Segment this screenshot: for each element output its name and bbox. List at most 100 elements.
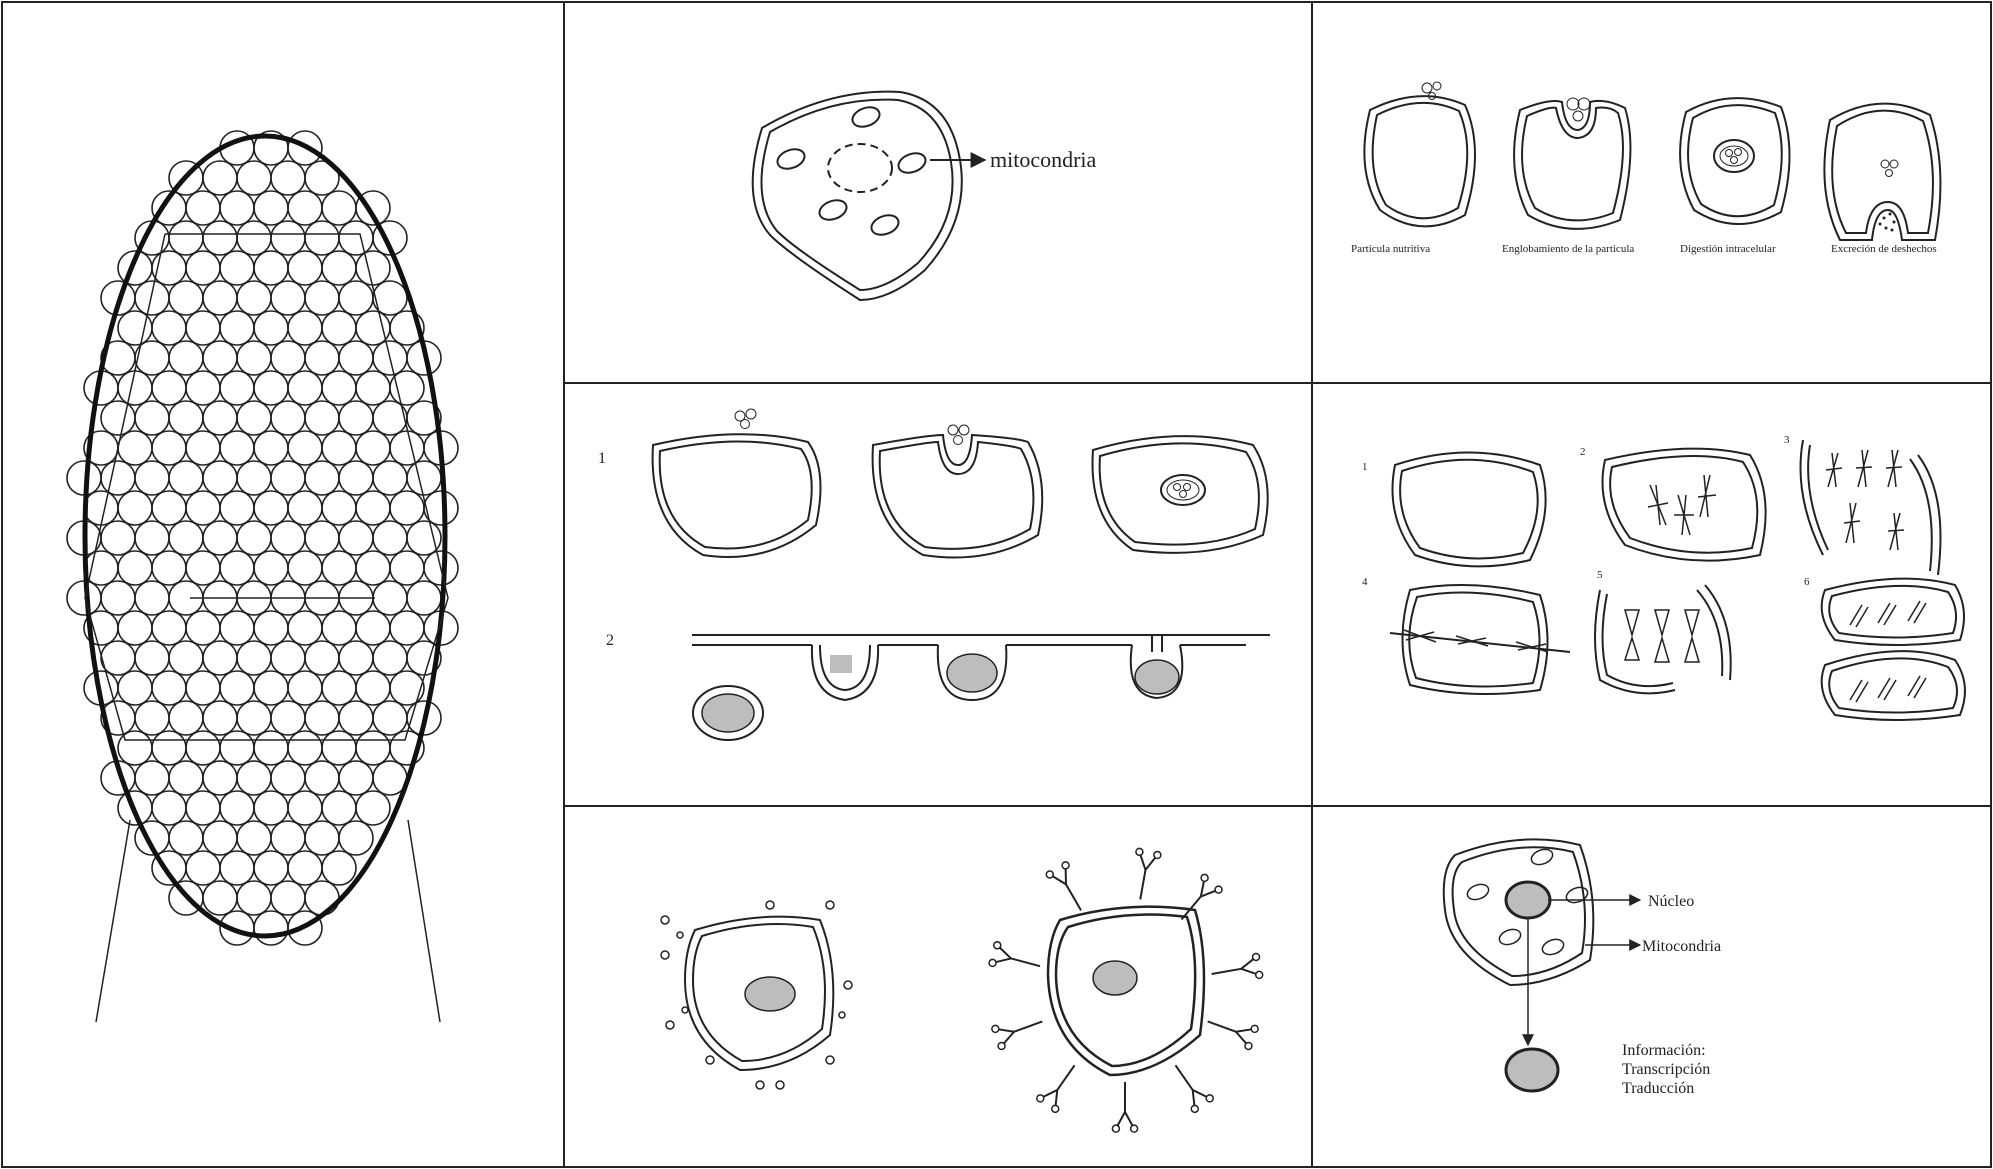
receptor-tip [994, 942, 1001, 949]
cell-circle [203, 341, 237, 375]
mitosis-stage-4 [1390, 585, 1570, 694]
receptor-tip [998, 1042, 1005, 1049]
membrane-line [692, 635, 1270, 645]
receptor [1117, 1082, 1132, 1126]
cell-circle [101, 521, 135, 555]
cell-circle [288, 851, 322, 885]
cell-circle [220, 731, 254, 765]
cell-circle [237, 761, 271, 795]
cell-circle [288, 671, 322, 705]
cell-circle [373, 521, 407, 555]
phago-step-4 [1824, 104, 1940, 240]
cell-circle [220, 311, 254, 345]
mitosis-stage-3 [1801, 440, 1941, 575]
cell-circle [254, 791, 288, 825]
cell-circle [203, 641, 237, 675]
cell-circle [203, 881, 237, 915]
cell-circle [254, 251, 288, 285]
cell-circle [271, 881, 305, 915]
cell-circle [186, 431, 220, 465]
support-line-left [96, 820, 130, 1022]
cell-circle [237, 341, 271, 375]
step-number: 5 [1597, 569, 1603, 581]
receptor-tip [1052, 1105, 1059, 1112]
cell-circle [339, 521, 373, 555]
mitochondria-label: Mitocondria [1642, 938, 1721, 955]
cell-circle [288, 431, 322, 465]
receptor-tip [992, 1025, 999, 1032]
cell-circle [390, 671, 424, 705]
cell-circle [390, 491, 424, 525]
cell-circle [373, 461, 407, 495]
cell-circle [203, 701, 237, 735]
cell-circle [237, 401, 271, 435]
cell-circle [169, 461, 203, 495]
cell-circle [305, 521, 339, 555]
panel-endocytosis: 1 2 [598, 409, 1270, 740]
cell-circle [271, 821, 305, 855]
panel-nucleus: Núcleo Mitocondria Información: Transcri… [1444, 839, 1721, 1097]
cell-circle [339, 701, 373, 735]
cell-circle [220, 491, 254, 525]
cell-circle [271, 761, 305, 795]
cell-circle [220, 191, 254, 225]
cell-circle [356, 251, 390, 285]
cell-circle [84, 491, 118, 525]
nucleus-label: Núcleo [1648, 893, 1694, 910]
cell-circle [169, 341, 203, 375]
particle-square [830, 655, 852, 673]
panel-receptors [661, 848, 1263, 1132]
cell-circle [254, 911, 288, 945]
particle-gray [1135, 660, 1179, 694]
cell-circle [203, 221, 237, 255]
cell-circle [288, 731, 322, 765]
row-number: 1 [598, 450, 606, 467]
cell-circle [152, 431, 186, 465]
panel-mitochondria: mitocondria [753, 92, 1097, 300]
receptor-tip [1206, 1095, 1213, 1102]
mitochondrion [896, 150, 928, 176]
cell-circle [101, 461, 135, 495]
receptor [998, 1021, 1042, 1043]
nucleus-copy [1506, 1049, 1558, 1091]
panel-oval-cells [67, 131, 458, 1022]
cell-circle [135, 701, 169, 735]
cell-circle [356, 611, 390, 645]
cell-circle [203, 521, 237, 555]
cell-circle [169, 821, 203, 855]
cell-membrane-outer [753, 92, 962, 300]
cell-circle [135, 761, 169, 795]
cell-circle [220, 791, 254, 825]
row-number: 2 [606, 632, 614, 649]
vesicle-free [693, 686, 763, 740]
cell-circle [305, 341, 339, 375]
cell-circle [339, 821, 373, 855]
cell-circle [135, 401, 169, 435]
info-line: Transcripción [1622, 1061, 1710, 1078]
nucleus [1506, 882, 1550, 918]
cell-circle [169, 701, 203, 735]
cell-circle [390, 431, 424, 465]
receptor-tip [1191, 1105, 1198, 1112]
cell-circle [186, 791, 220, 825]
receptor-tip [989, 959, 996, 966]
cell-circle [373, 641, 407, 675]
cell-circle [305, 221, 339, 255]
cell-circle [152, 731, 186, 765]
cell-circle [288, 611, 322, 645]
cell-circle [305, 401, 339, 435]
cell-circle [169, 221, 203, 255]
info-line: Traducción [1622, 1080, 1694, 1097]
cell-circle [118, 611, 152, 645]
receptor [1043, 1065, 1075, 1105]
step-number: 3 [1784, 434, 1790, 446]
mitosis-stage-6-top [1822, 579, 1964, 645]
cell-circle [390, 611, 424, 645]
nucleus-dashed [828, 144, 892, 192]
cell-circle [339, 761, 373, 795]
vesicle-budding [812, 645, 878, 700]
cell-circle [288, 311, 322, 345]
mitosis-stage-1 [1393, 453, 1546, 567]
cell-circle [135, 461, 169, 495]
receptor-tip [1131, 1125, 1138, 1132]
